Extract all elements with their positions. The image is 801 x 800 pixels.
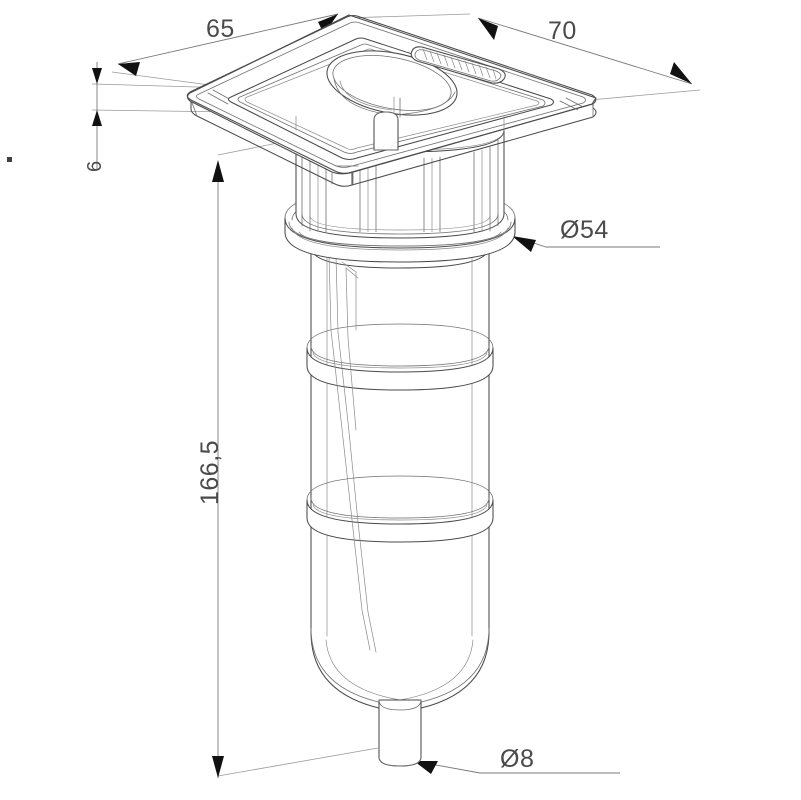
leader-diameter-8 bbox=[413, 760, 620, 774]
dimension-70 bbox=[344, 13, 701, 101]
internal-cable bbox=[328, 254, 377, 653]
dimension-label-diameter-54: Ø54 bbox=[560, 216, 609, 244]
dimension-label-70: 70 bbox=[548, 17, 577, 45]
stray-mark bbox=[7, 157, 12, 162]
cage-flange-connection bbox=[295, 115, 505, 131]
body-lower-housing bbox=[310, 246, 490, 713]
leader-diameter-54 bbox=[511, 235, 660, 252]
dimension-label-65: 65 bbox=[206, 15, 235, 43]
rib-ring-middle bbox=[306, 323, 494, 391]
dimension-label-6: 6 bbox=[84, 160, 106, 172]
dimension-label-166-5: 166,5 bbox=[196, 439, 224, 505]
flange-corner-boss bbox=[373, 111, 399, 151]
top-flange-plate bbox=[186, 14, 597, 187]
dimension-6 bbox=[91, 62, 233, 170]
grille-element bbox=[410, 46, 506, 84]
dimension-label-diameter-8: Ø8 bbox=[500, 745, 535, 773]
bottom-stem bbox=[378, 699, 422, 767]
